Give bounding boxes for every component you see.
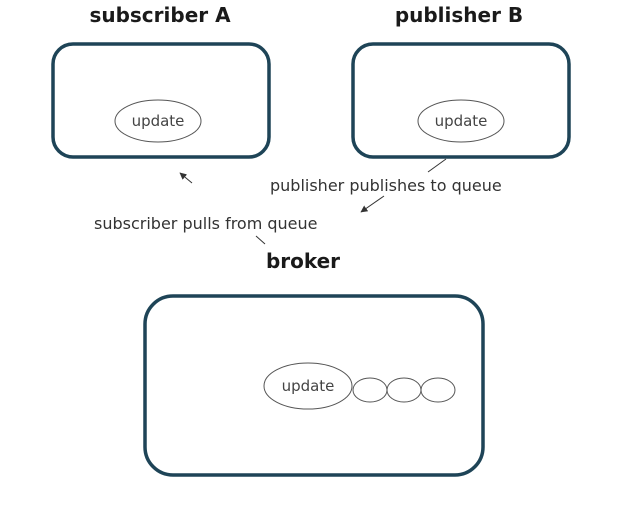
publish-arrow — [360, 195, 385, 213]
pull-leader-line — [255, 235, 266, 245]
subscriber-update-message — [114, 99, 202, 143]
queued-message-slot — [386, 377, 422, 403]
broker-queue — [352, 377, 456, 403]
broker-update-message — [263, 362, 353, 410]
pull-annotation: subscriber pulls from queue — [94, 214, 318, 233]
subscriber-box — [51, 42, 271, 159]
publisher-title: publisher B — [395, 3, 523, 27]
pull-arrow — [179, 172, 193, 184]
publisher-box — [351, 42, 571, 159]
queued-message-slot — [352, 377, 388, 403]
broker-update-label: update — [282, 377, 335, 395]
publish-annotation: publisher publishes to queue — [270, 176, 502, 195]
subscriber-node[interactable]: subscriber A update — [51, 3, 271, 159]
broker-title: broker — [266, 249, 340, 273]
queued-message-slot — [420, 377, 456, 403]
broker-node[interactable]: broker update — [143, 249, 485, 477]
broker-box — [143, 294, 485, 477]
subscriber-update-label: update — [132, 112, 185, 130]
publisher-update-message — [417, 99, 505, 143]
publisher-leader-line — [427, 158, 447, 173]
publisher-node[interactable]: publisher B update — [351, 3, 571, 159]
publisher-update-label: update — [435, 112, 488, 130]
subscriber-title: subscriber A — [89, 3, 231, 27]
